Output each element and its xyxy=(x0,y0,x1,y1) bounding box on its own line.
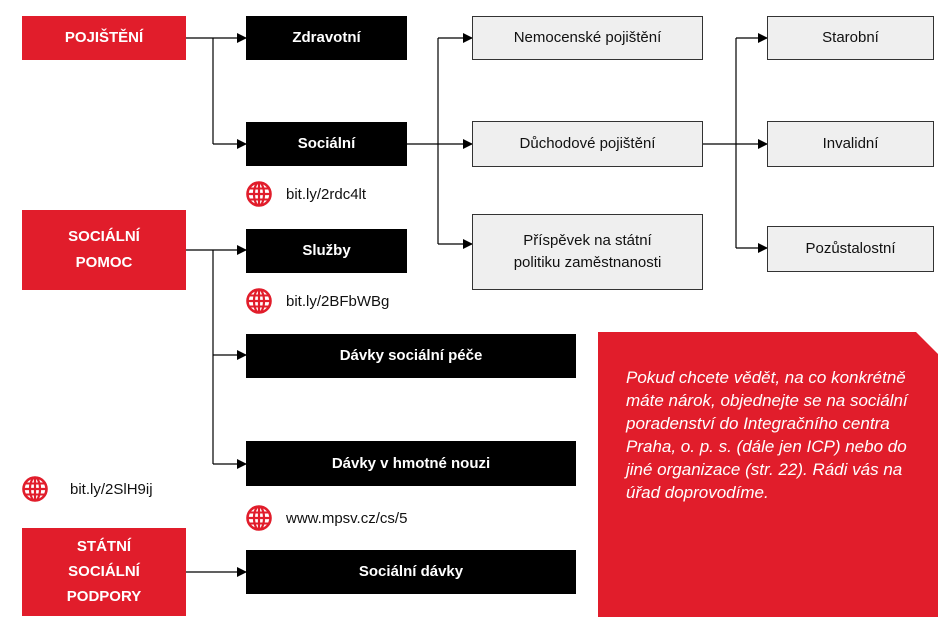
invalidni-label: Invalidní xyxy=(822,135,879,152)
nemocenske-pojisteni-box: Nemocenské pojištění xyxy=(472,16,703,60)
pozustalostni-box: Pozůstalostní xyxy=(767,226,934,272)
globe-icon xyxy=(246,505,272,531)
socialni-box: Sociální xyxy=(246,122,407,166)
starobni-label: Starobní xyxy=(822,29,879,46)
sluzby-box: Služby xyxy=(246,229,407,273)
globe-icon xyxy=(246,181,272,207)
davky-hmotne-nouzi-label: Dávky v hmotné nouzi xyxy=(331,454,491,472)
link-sluzby-text[interactable]: bit.ly/2BFbWBg xyxy=(286,292,390,310)
pojisteni-label: POJIŠTĚNÍ xyxy=(64,29,144,46)
davky-socialni-pece-box: Dávky sociální péče xyxy=(246,334,576,378)
duchodove-pojisteni-box: Důchodové pojištění xyxy=(472,121,703,167)
statni-socialni-podpory-box: STÁTNÍ SOCIÁLNÍ PODPORY xyxy=(22,528,186,616)
link-socialni[interactable]: bit.ly/2rdc4lt xyxy=(246,181,366,207)
pojisteni-box: POJIŠTĚNÍ xyxy=(22,16,186,60)
invalidni-box: Invalidní xyxy=(767,121,934,167)
link-sluzby[interactable]: bit.ly/2BFbWBg xyxy=(246,288,389,314)
globe-icon xyxy=(246,288,272,314)
zdravotni-box: Zdravotní xyxy=(246,16,407,60)
prispevek-label-line1: Příspěvek na státní xyxy=(523,232,652,249)
duchodove-label: Důchodové pojištění xyxy=(519,135,656,152)
socialni-pomoc-label-line1: SOCIÁLNÍ xyxy=(68,228,140,245)
link-statni-text[interactable]: bit.ly/2SlH9ij xyxy=(70,480,153,498)
prispevek-box: Příspěvek na státní politiku zaměstnanos… xyxy=(472,214,703,290)
davky-hmotne-nouzi-box: Dávky v hmotné nouzi xyxy=(246,441,576,486)
pozustalostni-label: Pozůstalostní xyxy=(805,240,896,257)
link-mpsv[interactable]: www.mpsv.cz/cs/5 xyxy=(246,505,407,531)
socialni-label: Sociální xyxy=(297,135,356,152)
globe-icon xyxy=(22,476,48,502)
socialni-pomoc-label-line2: POMOC xyxy=(75,254,133,271)
link-statni[interactable]: bit.ly/2SlH9ij xyxy=(22,476,153,502)
davky-socialni-pece-label: Dávky sociální péče xyxy=(339,347,483,364)
link-socialni-text[interactable]: bit.ly/2rdc4lt xyxy=(286,185,367,203)
statni-label-line3: PODPORY xyxy=(66,588,142,605)
sluzby-label: Služby xyxy=(302,242,351,259)
info-callout: Pokud chcete vědět, na co konkrétně máte… xyxy=(598,332,938,617)
statni-label-line2: SOCIÁLNÍ xyxy=(68,563,140,580)
statni-label-line1: STÁTNÍ xyxy=(76,538,132,555)
prispevek-label-line2: politiku zaměstnanosti xyxy=(513,254,662,271)
socialni-pomoc-box: SOCIÁLNÍ POMOC xyxy=(22,210,186,290)
socialni-davky-box: Sociální dávky xyxy=(246,550,576,594)
link-mpsv-text[interactable]: www.mpsv.cz/cs/5 xyxy=(286,509,408,527)
callout-text: Pokud chcete vědět, na co konkrétně máte… xyxy=(626,368,908,502)
starobni-box: Starobní xyxy=(767,16,934,60)
nemocenske-label: Nemocenské pojištění xyxy=(513,29,662,46)
socialni-davky-label: Sociální dávky xyxy=(358,563,464,580)
zdravotni-label: Zdravotní xyxy=(292,29,361,46)
